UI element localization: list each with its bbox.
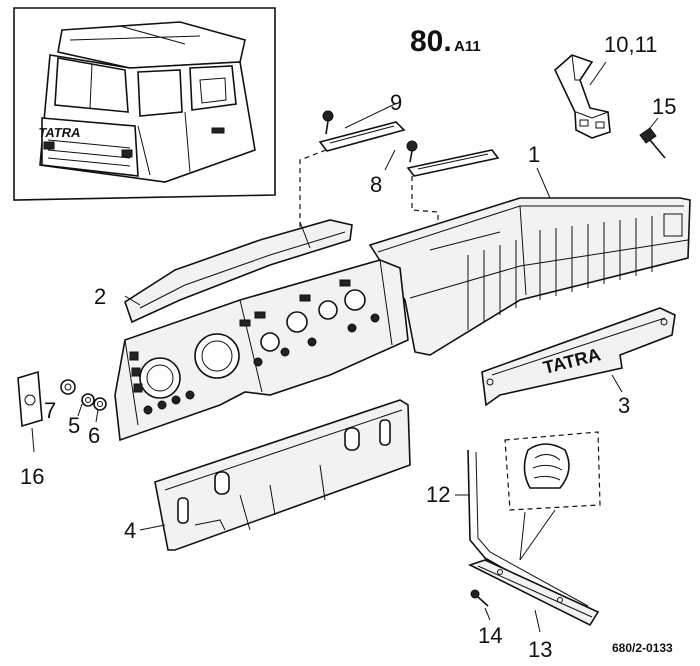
page-number: 80. xyxy=(410,25,452,58)
callout-labels: 1 2 3 4 5 6 7 8 9 10,11 12 13 14 15 16 xyxy=(20,32,676,662)
instrument-gauges xyxy=(139,289,366,399)
part-brand-cover-3: TATRA xyxy=(481,307,676,407)
part-lower-plate-4 xyxy=(154,399,411,551)
page-header: 80. A11 xyxy=(410,25,481,58)
callout-2: 2 xyxy=(94,284,106,309)
callout-12: 12 xyxy=(426,482,450,507)
callout-14: 14 xyxy=(478,623,502,648)
callout-13: 13 xyxy=(528,637,552,662)
part-strip-13 xyxy=(467,559,600,627)
page-suffix: A11 xyxy=(454,38,481,55)
part-dashboard-shell-1 xyxy=(368,197,691,356)
drawing-reference: 680/2-0133 xyxy=(612,641,673,655)
callout-8: 8 xyxy=(370,172,382,197)
part-plate-16 xyxy=(17,370,43,428)
callout-1: 1 xyxy=(528,142,540,167)
callout-9: 9 xyxy=(390,90,402,115)
instrument-switches xyxy=(129,279,380,415)
cab-brand-label: TATRA xyxy=(37,125,82,140)
part-washer-5-6 xyxy=(81,393,107,411)
cab-inset: TATRA xyxy=(13,7,276,201)
callout-7: 7 xyxy=(44,398,56,423)
callout-4: 4 xyxy=(124,518,136,543)
callout-16: 16 xyxy=(20,464,44,489)
part-nut-7 xyxy=(60,379,76,395)
callout-5: 5 xyxy=(68,413,80,438)
seal-detail-view xyxy=(504,431,601,561)
instrument-panel xyxy=(114,259,409,442)
part-trim-strips-8 xyxy=(318,121,500,177)
part-screw-14 xyxy=(470,589,489,607)
callout-15: 15 xyxy=(652,94,676,119)
callout-6: 6 xyxy=(88,423,100,448)
part-bracket-10-11 xyxy=(554,54,611,139)
callout-3: 3 xyxy=(618,393,630,418)
part-screw-15 xyxy=(639,127,666,159)
part-top-cover-2 xyxy=(124,219,353,324)
cab-illustration: TATRA xyxy=(37,21,256,183)
dashboard-vent-ribs xyxy=(467,216,653,330)
callout-10-11: 10,11 xyxy=(604,32,657,57)
part-screws-9 xyxy=(322,110,418,163)
